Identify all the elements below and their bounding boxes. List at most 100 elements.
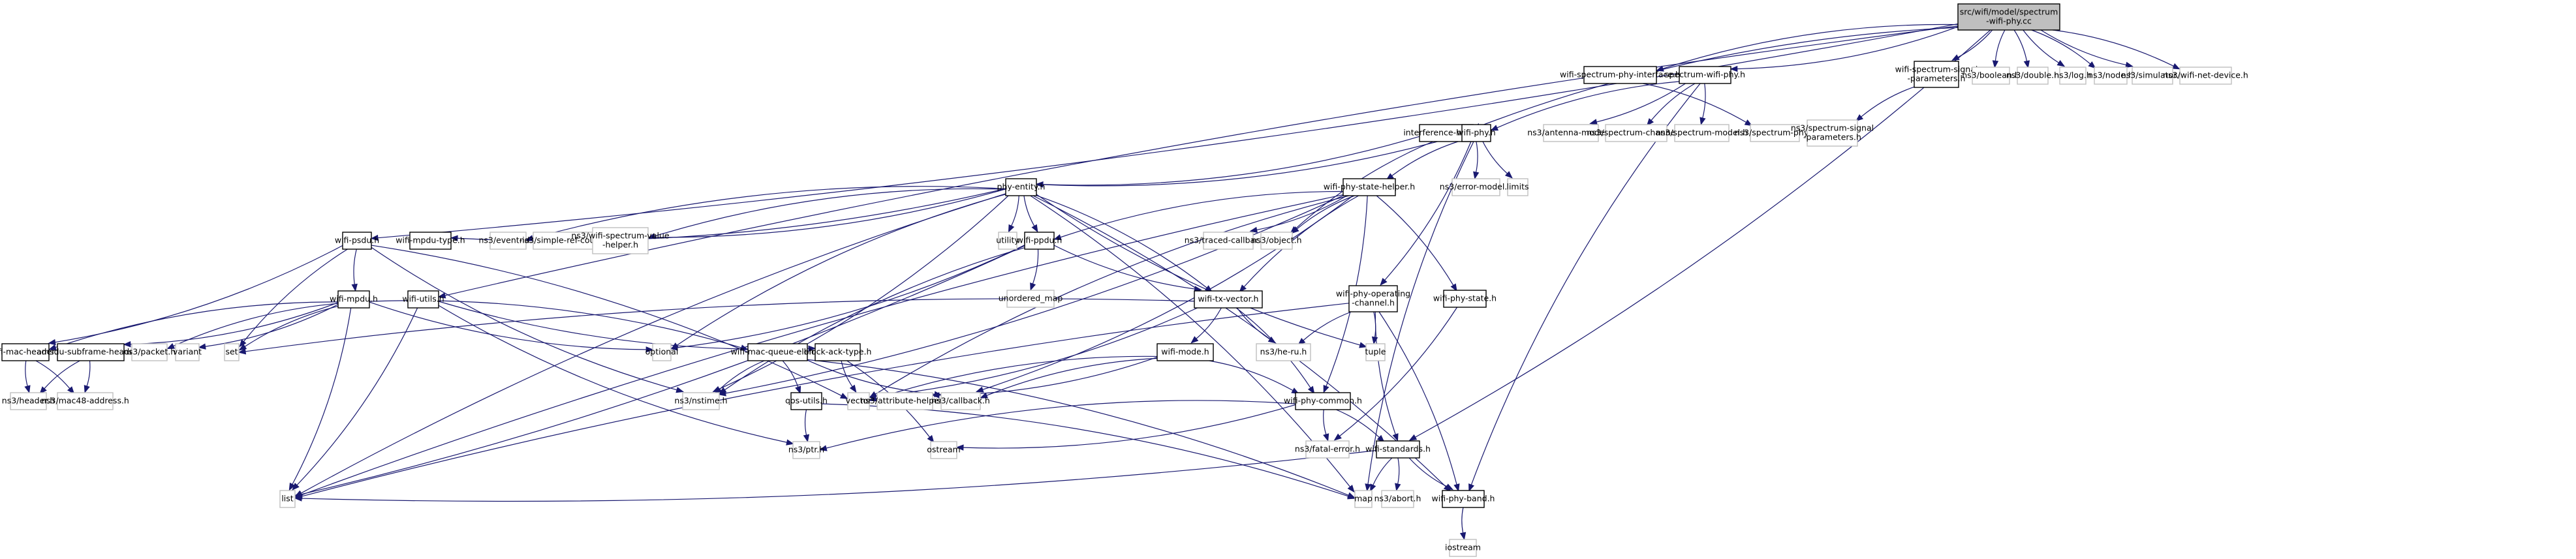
node-block-ack-type[interactable]: block-ack-type.h bbox=[804, 343, 872, 361]
arrowhead-icon bbox=[1365, 483, 1371, 492]
arrowhead-icon bbox=[931, 392, 940, 399]
edge-line bbox=[807, 359, 1349, 496]
node-wifi-phy[interactable]: wifi-phy.h bbox=[1457, 124, 1496, 142]
node-box bbox=[592, 227, 649, 254]
node-ns3-ptr: ns3/ptr.h bbox=[788, 441, 824, 459]
node-box bbox=[10, 392, 47, 410]
node-limits: limits bbox=[1506, 178, 1529, 196]
node-wifi-tx-vector[interactable]: wifi-tx-vector.h bbox=[1194, 290, 1263, 309]
node-wifi-mac-queue-elem[interactable]: wifi-mac-queue-elem.h bbox=[731, 343, 825, 361]
arrowhead-icon bbox=[645, 346, 654, 353]
edge-root-to-ns3-wifi-net-device bbox=[2052, 29, 2180, 70]
node-wifi-ppdu[interactable]: wifi-ppdu.h bbox=[1017, 232, 1063, 250]
node-wifi-spectrum-signal-parameters[interactable]: wifi-spectrum-signal-parameters.h bbox=[1895, 61, 1978, 88]
edge-line bbox=[986, 357, 1158, 396]
node-box bbox=[1342, 178, 1396, 196]
arrowhead-icon bbox=[2023, 60, 2030, 68]
edge-wifi-phy-to-wifi-phy-state-helper bbox=[1386, 140, 1463, 181]
node-label: map bbox=[1354, 494, 1373, 504]
node-wifi-phy-state-helper[interactable]: wifi-phy-state-helper.h bbox=[1324, 178, 1415, 196]
node-ns3-spectrum-channel: ns3/spectrum-channel.h bbox=[1587, 124, 1686, 142]
arrowhead-icon bbox=[1347, 485, 1355, 493]
node-box bbox=[1957, 3, 2060, 31]
edge-line bbox=[1335, 409, 1380, 438]
node-label: phy-entity.h bbox=[997, 182, 1046, 192]
node-wifi-utils[interactable]: wifi-utils.h bbox=[402, 290, 444, 309]
node-label: wifi-phy-state.h bbox=[1433, 294, 1497, 303]
arrowhead-icon bbox=[24, 385, 31, 393]
edge-qos-utils-to-ns3-ptr bbox=[803, 409, 810, 443]
edge-wifi-phy-to-wifi-phy-operating-channel bbox=[1380, 141, 1472, 286]
node-wifi-standards[interactable]: wifi-standards.h bbox=[1365, 440, 1431, 459]
node-set: set bbox=[224, 343, 240, 361]
node-wifi-psdu[interactable]: wifi-psdu.h bbox=[335, 232, 379, 250]
edge-line bbox=[821, 403, 1349, 497]
edge-line bbox=[1702, 83, 1706, 119]
arrowhead-icon bbox=[2088, 61, 2096, 69]
arrowhead-icon bbox=[166, 342, 176, 350]
node-label: utility bbox=[996, 235, 1019, 245]
edge-wifi-spectrum-signal-parameters-to-ns3-spectrum-signal-parameters bbox=[1855, 86, 1915, 122]
node-root[interactable]: src/wifi/model/spectrum-wifi-phy.cc bbox=[1957, 3, 2060, 31]
edge-wifi-phy-state-helper-to-wifi-tx-vector bbox=[1239, 195, 1359, 293]
node-box bbox=[1442, 490, 1485, 508]
edge-line bbox=[1060, 190, 1344, 238]
edge-line bbox=[1384, 141, 1472, 280]
edge-wifi-standards-to-list bbox=[294, 449, 1377, 502]
node-box bbox=[131, 343, 168, 361]
node-box bbox=[1, 343, 50, 361]
node-box bbox=[790, 392, 822, 410]
node-wifi-mode[interactable]: wifi-mode.h bbox=[1156, 343, 1214, 361]
edge-wifi-phy-operating-channel-to-wifi-standards bbox=[1374, 311, 1399, 442]
node-label: optional bbox=[645, 347, 679, 357]
node-ostream: ostream bbox=[927, 441, 961, 459]
edge-wifi-standards-to-ns3-abort bbox=[1395, 457, 1401, 492]
node-label: wifi-phy-common.h bbox=[1284, 396, 1362, 406]
edge-wifi-ppdu-to-wifi-tx-vector bbox=[1053, 245, 1202, 292]
node-label: ostream bbox=[927, 445, 960, 455]
node-wifi-mac-header[interactable]: wifi-mac-header.h bbox=[0, 343, 62, 361]
edge-line bbox=[2013, 29, 2028, 61]
node-wifi-phy-state[interactable]: wifi-phy-state.h bbox=[1433, 290, 1497, 308]
node-utility: utility bbox=[996, 232, 1019, 250]
node-wifi-phy-common[interactable]: wifi-phy-common.h bbox=[1284, 392, 1362, 410]
node-amsdu-subframe-header[interactable]: amsdu-subframe-header.h bbox=[37, 343, 145, 361]
node-box bbox=[342, 232, 372, 250]
node-qos-utils[interactable]: qos-utils.h bbox=[785, 392, 828, 410]
edge-spectrum-wifi-phy-to-wifi-phy bbox=[1490, 81, 1680, 131]
node-wifi-phy-band[interactable]: wifi-phy-band.h bbox=[1432, 490, 1495, 508]
node-box bbox=[1443, 290, 1487, 308]
arrowhead-icon bbox=[1380, 278, 1388, 286]
node-box bbox=[1449, 539, 1477, 557]
node-phy-entity[interactable]: phy-entity.h bbox=[997, 178, 1046, 196]
node-wifi-mpdu-type[interactable]: wifi-mpdu-type.h bbox=[396, 232, 465, 250]
edge-wifi-mac-header-to-ns3-mac48-address bbox=[35, 360, 75, 395]
node-label: ns3/boolean.h bbox=[1962, 70, 2019, 80]
node-box bbox=[1295, 392, 1351, 410]
node-box bbox=[2059, 67, 2087, 85]
node-box bbox=[1605, 124, 1668, 142]
node-box bbox=[1376, 440, 1420, 459]
arrowhead-icon bbox=[1699, 117, 1706, 126]
edge-line bbox=[1408, 457, 1448, 487]
node-wifi-spectrum-phy-interface[interactable]: wifi-spectrum-phy-interface.h bbox=[1560, 66, 1681, 84]
arrowhead-icon bbox=[869, 395, 877, 402]
edge-line bbox=[301, 245, 1025, 495]
edge-line bbox=[1042, 134, 1463, 187]
node-box bbox=[1381, 490, 1414, 508]
edge-spectrum-wifi-phy-to-ns3-antenna-model bbox=[1589, 83, 1686, 125]
arrowhead-icon bbox=[647, 233, 656, 239]
node-spectrum-wifi-phy[interactable]: spectrum-wifi-phy.h bbox=[1665, 66, 1745, 84]
edge-line bbox=[1032, 195, 1446, 487]
edge-line bbox=[1596, 83, 1686, 123]
edge-amsdu-subframe-header-to-ns3-header bbox=[39, 360, 80, 395]
node-ns3-node: ns3/node.h bbox=[2088, 67, 2134, 85]
node-map: map bbox=[1354, 490, 1373, 508]
node-box bbox=[1156, 343, 1214, 361]
node-wifi-phy-operating-channel[interactable]: wifi-phy-operating-channel.h bbox=[1336, 285, 1410, 312]
node-wifi-mpdu[interactable]: wifi-mpdu.h bbox=[330, 290, 378, 309]
node-box bbox=[1507, 178, 1529, 196]
node-box bbox=[1807, 119, 1858, 147]
node-label: ns3/fatal-error.h bbox=[1295, 444, 1360, 454]
